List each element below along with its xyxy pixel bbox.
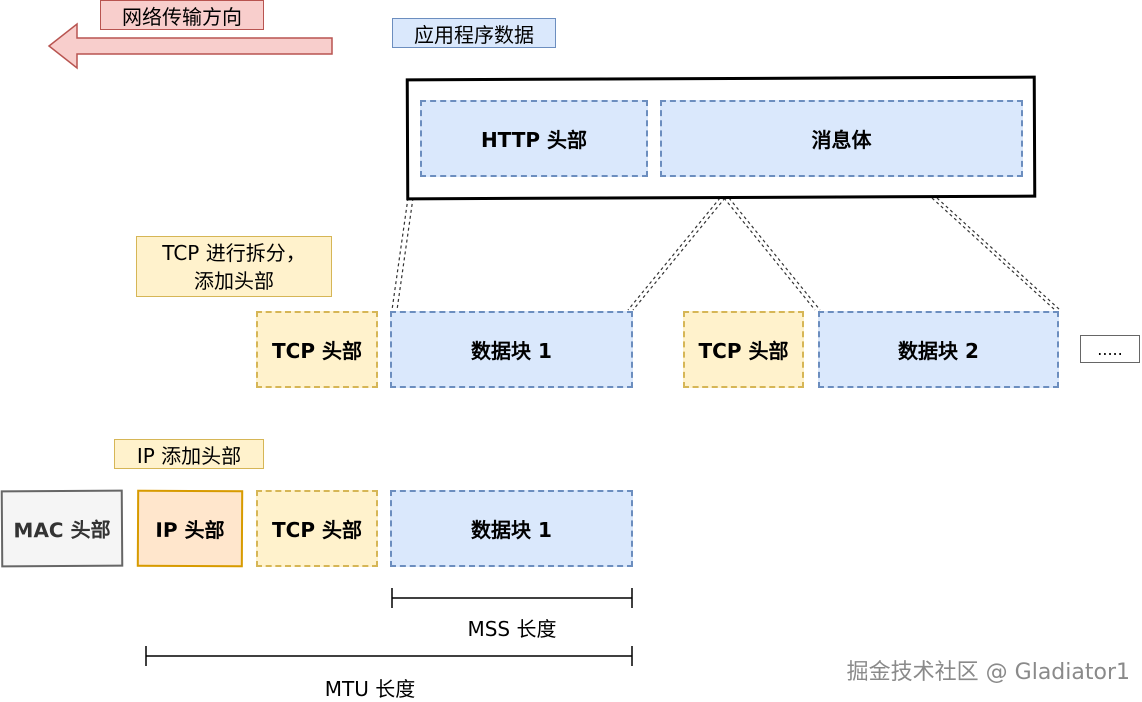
http-header-box: HTTP 头部: [420, 100, 648, 177]
tcp-header-box-2: TCP 头部: [683, 311, 804, 388]
mtu-label: MTU 长度: [324, 676, 416, 701]
direction-arrow: [47, 22, 333, 70]
tcp-header-box-1: TCP 头部: [256, 311, 378, 388]
ip-header-box: IP 头部: [136, 489, 244, 568]
direction-label: 网络传输方向: [100, 0, 264, 30]
mtu-dimension: [145, 646, 633, 666]
tcp-step-label-line2: 添加头部: [194, 269, 274, 293]
app-data-label: 应用程序数据: [392, 18, 556, 48]
mss-label: MSS 长度: [467, 616, 557, 641]
watermark: 掘金技术社区 @ Gladiator1: [846, 660, 1130, 685]
ip-step-label: IP 添加头部: [114, 439, 264, 469]
mac-header-box: MAC 头部: [0, 489, 124, 568]
data-block-1-box-ip: 数据块 1: [390, 490, 633, 567]
data-block-2-box: 数据块 2: [818, 311, 1059, 388]
tcp-header-box-3: TCP 头部: [256, 490, 378, 567]
data-block-1-box: 数据块 1: [390, 311, 633, 388]
tcp-step-label-line1: TCP 进行拆分，: [162, 241, 306, 265]
mss-dimension: [391, 588, 633, 608]
tcp-step-label: TCP 进行拆分， 添加头部: [136, 236, 332, 297]
split-connectors: [391, 197, 1061, 311]
ellipsis-box: .....: [1080, 335, 1140, 363]
message-body-box: 消息体: [660, 100, 1023, 177]
